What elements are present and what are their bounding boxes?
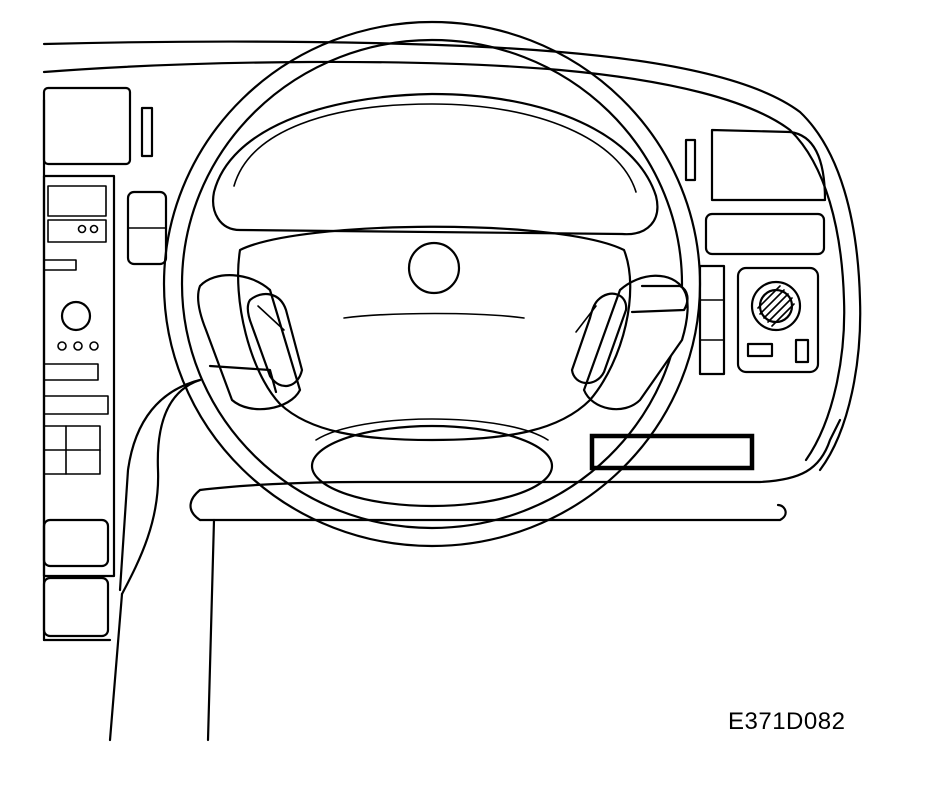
right-panel <box>592 130 825 468</box>
right-switch-bar <box>706 214 824 254</box>
lower-switch-upper <box>44 520 108 566</box>
light-switch-knob <box>752 282 800 330</box>
figure-code: E371D082 <box>728 708 846 735</box>
upper-cluster <box>213 94 657 234</box>
indicator-rect <box>748 344 772 356</box>
audio-knob <box>62 302 90 330</box>
audio-panel <box>44 176 114 576</box>
wheel-rim-inner <box>182 40 682 528</box>
wheel-rim-outer <box>164 22 700 546</box>
right-spoke-switch <box>572 294 626 383</box>
wiper-stalk <box>632 286 687 312</box>
highlighted-panel <box>592 436 752 468</box>
left-spoke-switch <box>248 294 302 386</box>
right-vent <box>712 130 825 200</box>
dashboard-outline <box>44 42 860 740</box>
horn-emblem <box>409 243 459 293</box>
right-vent-slot <box>686 140 695 180</box>
right-grip <box>584 276 688 409</box>
vent-slot <box>142 108 152 156</box>
light-switch-housing <box>738 268 818 372</box>
indicator-small <box>796 340 808 362</box>
lower-hub <box>312 426 552 506</box>
switch-strip <box>700 266 724 374</box>
upper-vent <box>44 88 130 164</box>
center-console <box>44 88 166 636</box>
lower-switch-lower <box>44 578 108 636</box>
steering-wheel <box>164 22 700 546</box>
airbag-pad <box>238 227 630 440</box>
